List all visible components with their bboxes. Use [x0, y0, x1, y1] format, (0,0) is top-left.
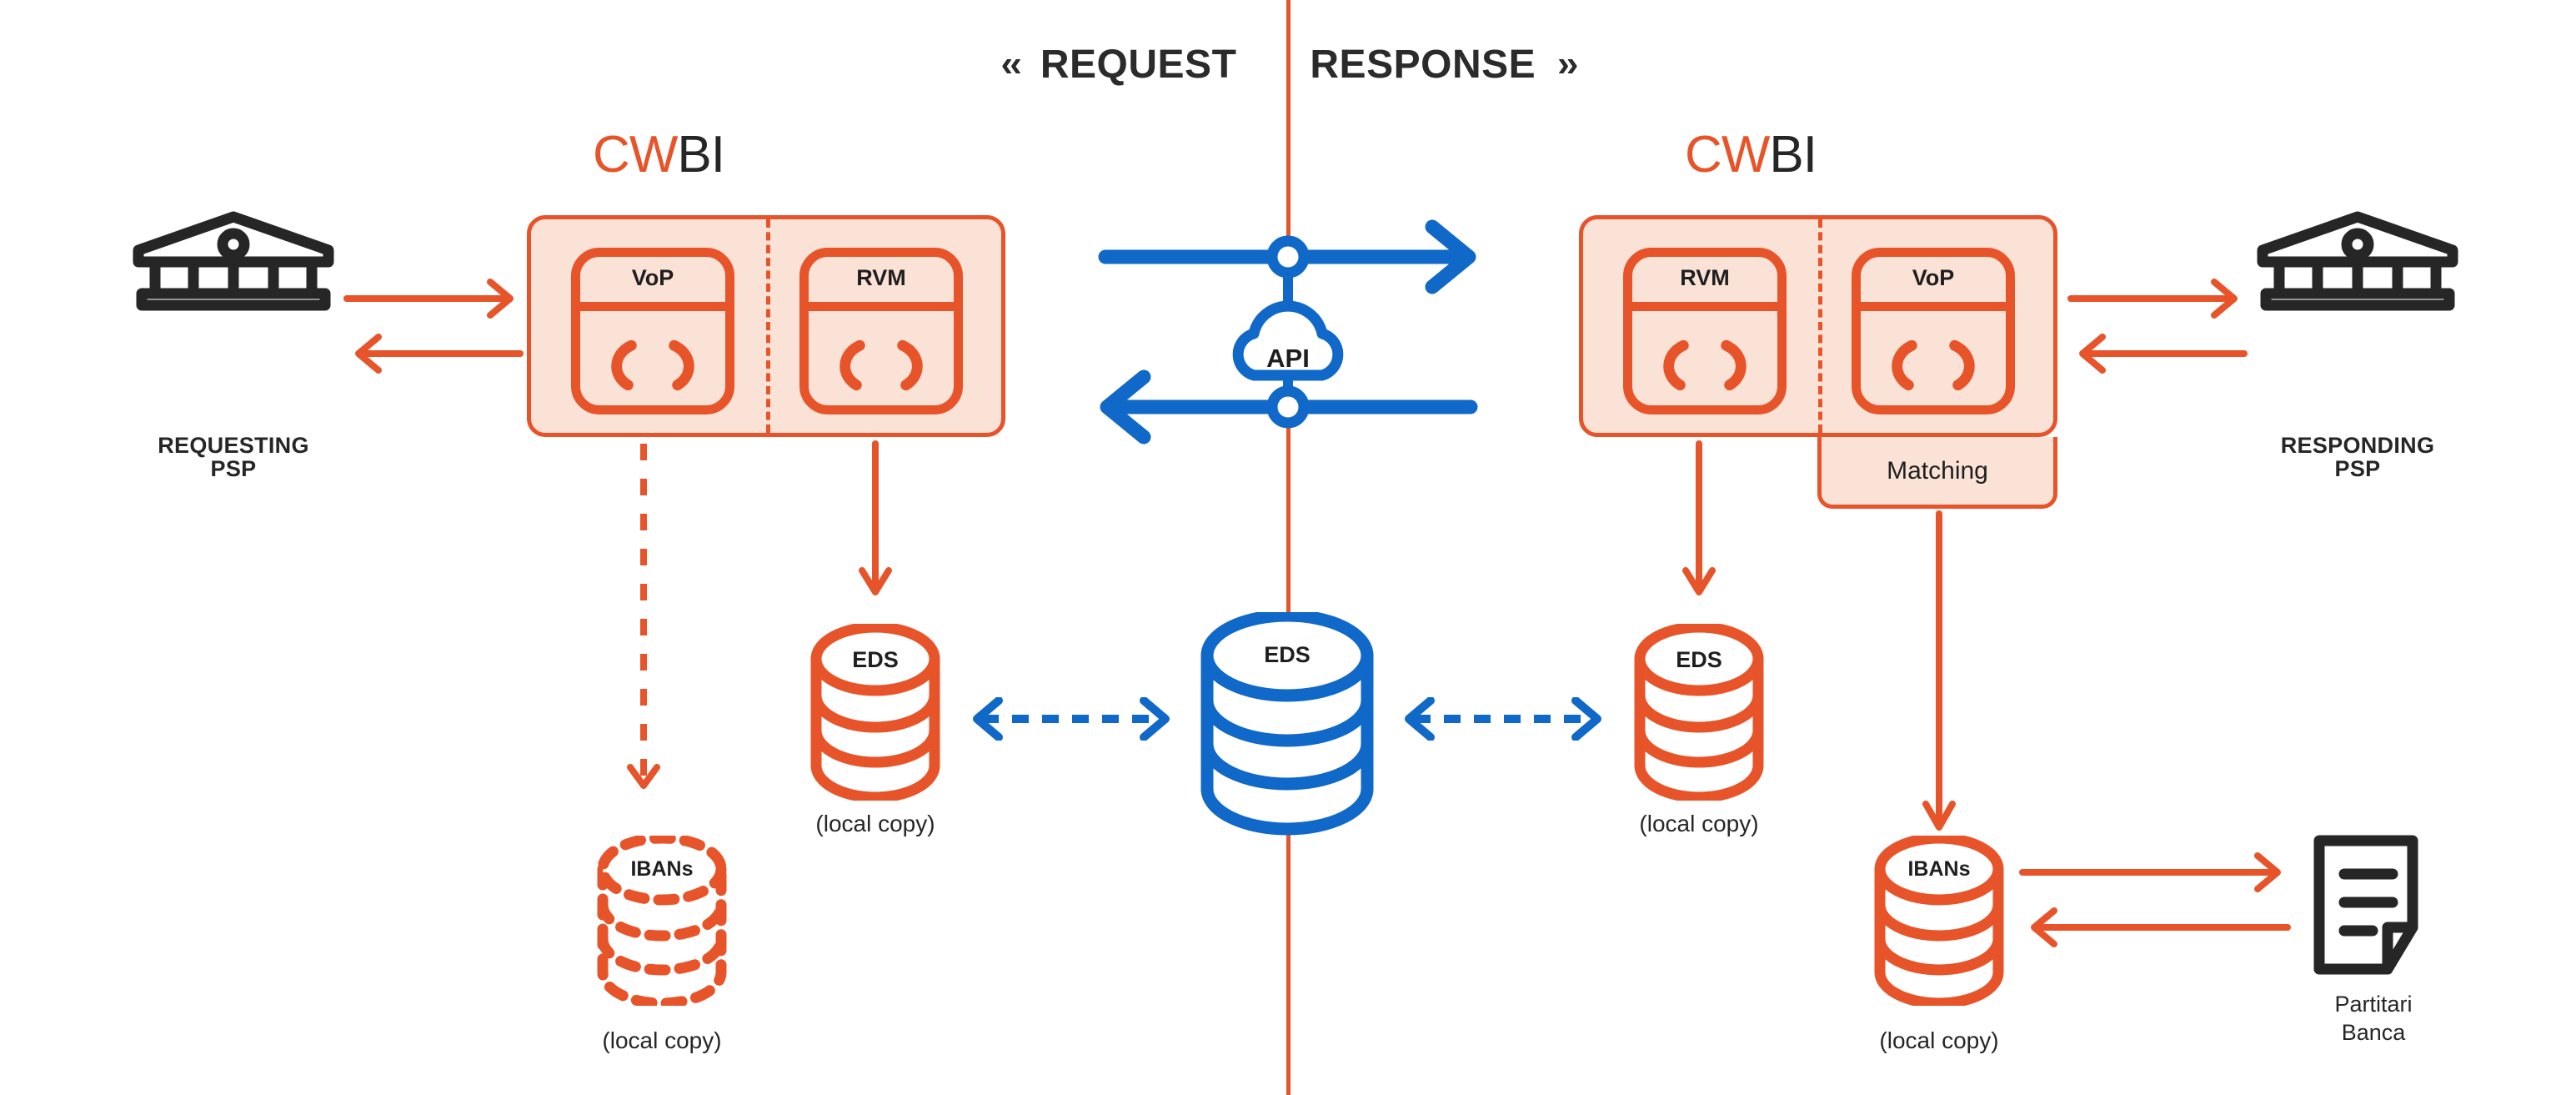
right-ibans-local-store[interactable]: IBANs: [1871, 832, 2007, 1009]
left-eds-sync-arrow: [959, 696, 1184, 741]
right-cwbi-logo-cw: CW: [1685, 126, 1770, 183]
requesting-psp-label: REQUESTING PSP: [77, 434, 390, 481]
right-eds-label: EDS: [1676, 647, 1722, 672]
left-module-vop[interactable]: VoP: [571, 248, 734, 414]
left-module-vop-header: VoP: [580, 257, 725, 311]
matching-box[interactable]: Matching: [1817, 437, 2057, 509]
left-module-rvm-label: RVM: [856, 264, 906, 290]
right-eds-sync-arrow: [1391, 696, 1616, 741]
partitari-banca-label: Partitari Banca: [2261, 991, 2486, 1047]
right-panel-divider: [1818, 219, 1822, 433]
left-ibans-label: IBANs: [630, 857, 694, 881]
central-eds-label: EDS: [1264, 642, 1311, 667]
left-vop-to-ibans-arrow: [627, 440, 660, 816]
left-eds-local-store[interactable]: EDS: [807, 621, 944, 803]
matching-to-ibans-arrow: [1922, 510, 1956, 844]
header-band: ‹‹ REQUEST RESPONSE ››: [0, 33, 2576, 95]
api-exchange-group: API: [1084, 208, 1492, 450]
left-eds-label: EDS: [852, 647, 899, 672]
chevron-right-icon: ››: [1557, 43, 1578, 84]
requesting-psp-label-line1: REQUESTING: [158, 433, 309, 458]
right-rvm-to-eds-arrow: [1682, 440, 1716, 607]
right-module-vop-header: VoP: [1861, 257, 2006, 311]
right-eds-local-copy-label: (local copy): [1639, 811, 1759, 836]
requesting-psp-bank-icon: [127, 210, 340, 312]
right-cwbi-psp-arrows: [2066, 274, 2249, 390]
left-module-vop-label: VoP: [631, 264, 674, 290]
responding-psp-label-line2: PSP: [2334, 456, 2381, 482]
right-eds-local-store[interactable]: EDS: [1631, 621, 1767, 803]
request-label: REQUEST: [1040, 42, 1237, 87]
code-brackets-icon: [809, 335, 954, 394]
right-module-rvm-header: RVM: [1632, 257, 1777, 311]
left-psp-cwbi-arrows: [342, 274, 525, 390]
requesting-psp-label-line2: PSP: [210, 456, 257, 482]
partitari-banca-label-line1: Partitari: [2334, 992, 2413, 1017]
right-cwbi-logo-bi: BI: [1769, 126, 1817, 183]
document-icon: [2311, 834, 2436, 977]
center-divider-line: [1286, 0, 1291, 1095]
central-eds-store[interactable]: EDS: [1197, 609, 1377, 836]
chevron-left-icon: ‹‹: [1000, 43, 1022, 84]
right-ibans-label: IBANs: [1907, 857, 1971, 881]
partitari-banca-label-line2: Banca: [2341, 1019, 2406, 1045]
left-cwbi-panel[interactable]: VoP RVM: [527, 215, 1005, 437]
responding-psp-label-line1: RESPONDING: [2280, 433, 2435, 458]
right-module-rvm[interactable]: RVM: [1623, 248, 1787, 414]
left-ibans-local-store[interactable]: IBANs: [594, 832, 730, 1009]
left-module-rvm-header: RVM: [809, 257, 954, 311]
response-label: RESPONSE: [1310, 42, 1536, 87]
responding-psp-label: RESPONDING PSP: [2201, 434, 2514, 481]
right-ibans-local-copy-label: (local copy): [1879, 1027, 1999, 1053]
code-brackets-icon: [1632, 335, 1777, 394]
code-brackets-icon: [580, 335, 725, 394]
right-module-vop[interactable]: VoP: [1852, 248, 2015, 414]
left-panel-divider: [766, 219, 770, 433]
right-cwbi-logo: CWBI: [1617, 129, 1884, 181]
right-module-rvm-label: RVM: [1680, 264, 1730, 290]
left-cwbi-logo: CWBI: [525, 129, 792, 181]
code-brackets-icon: [1861, 335, 2006, 394]
left-cwbi-logo-cw: CW: [593, 126, 678, 183]
right-module-vop-label: VoP: [1912, 264, 1955, 290]
matching-label: Matching: [1887, 456, 1988, 485]
left-ibans-local-copy-label: (local copy): [602, 1027, 722, 1053]
left-cwbi-logo-bi: BI: [677, 126, 725, 183]
responding-psp-bank-icon: [2251, 210, 2464, 312]
right-cwbi-panel[interactable]: RVM VoP: [1579, 215, 2057, 437]
left-module-rvm[interactable]: RVM: [799, 248, 963, 414]
left-rvm-to-eds-arrow: [859, 440, 892, 607]
left-eds-local-copy-label: (local copy): [815, 811, 935, 836]
page-title: ‹‹ REQUEST RESPONSE ››: [0, 33, 2576, 95]
ibans-ledger-arrows: [2017, 847, 2293, 964]
api-label: API: [1266, 344, 1310, 373]
